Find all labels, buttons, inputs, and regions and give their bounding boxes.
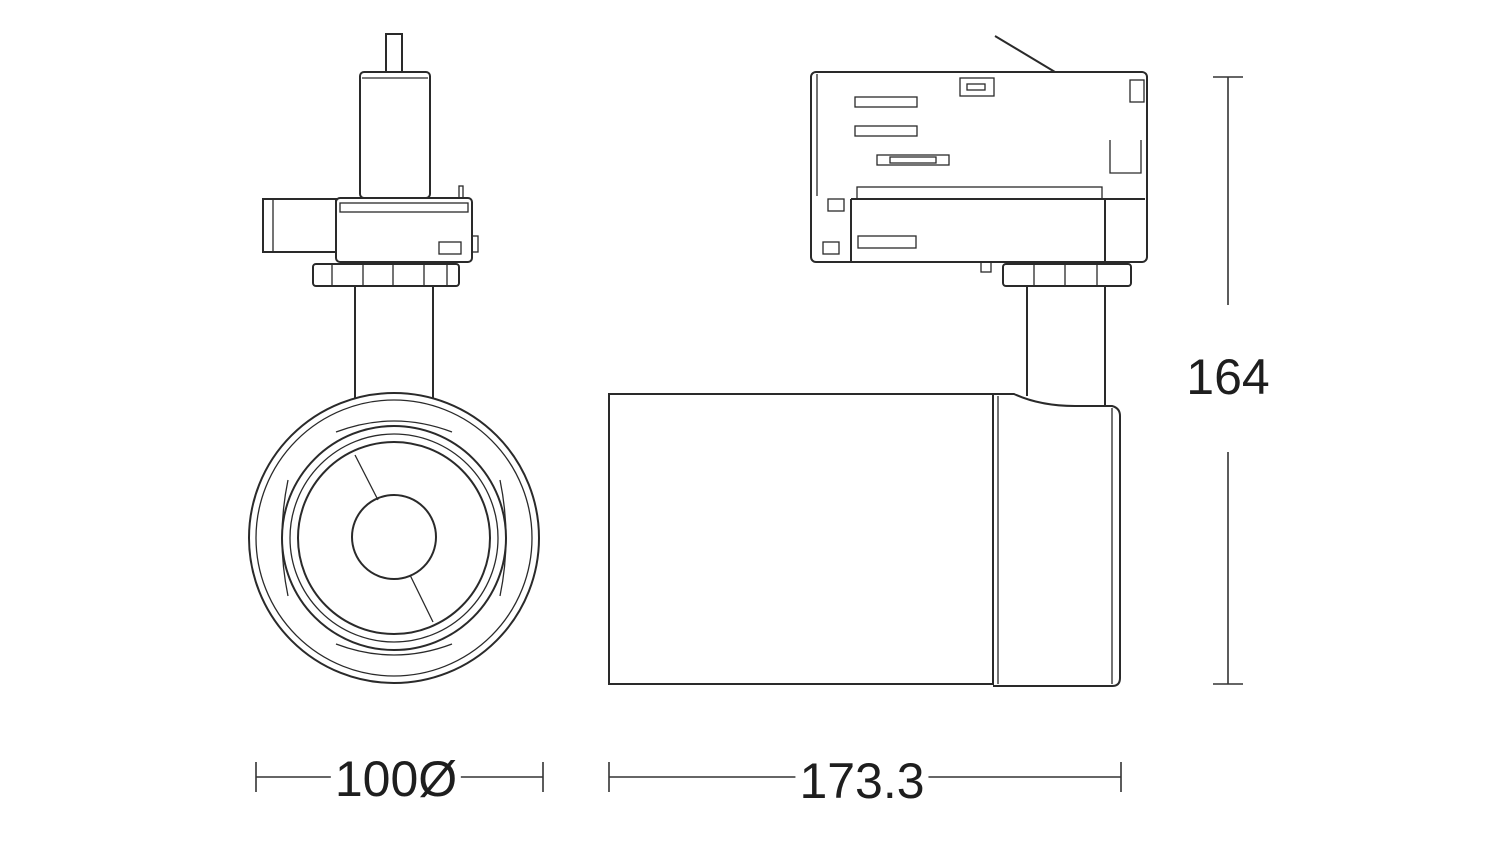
front-connector-teeth	[331, 264, 448, 286]
side-adapter	[810, 35, 1148, 405]
diameter-dimension-label: 100Ø	[330, 754, 462, 804]
front-adapter	[262, 33, 479, 398]
front-lens-head	[248, 392, 540, 684]
height-dimension-label: 164	[1184, 348, 1272, 406]
front-view	[248, 33, 540, 684]
length-dimension-label: 173.3	[795, 756, 929, 806]
side-view	[608, 35, 1148, 687]
side-body	[608, 393, 1121, 687]
